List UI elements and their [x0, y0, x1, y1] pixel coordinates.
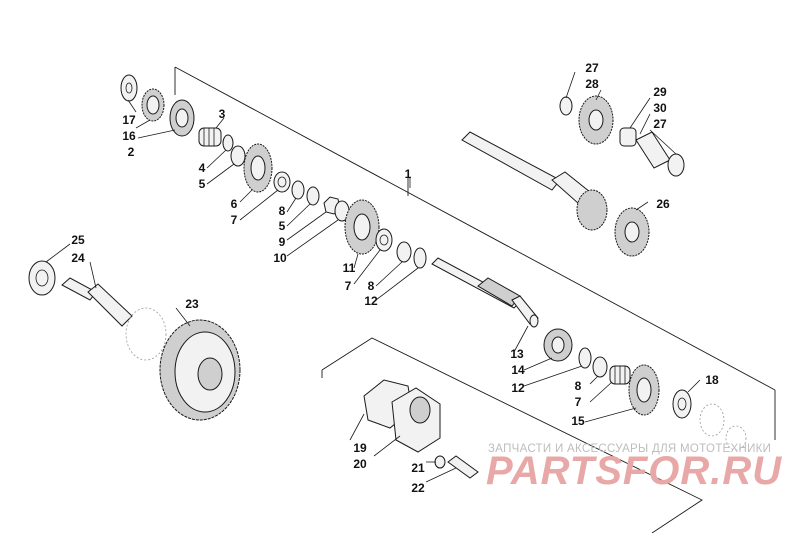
hub-2 [169, 99, 195, 137]
callout-14: 14 [511, 363, 525, 377]
callout-2: 2 [128, 145, 135, 159]
callout-8-lower: 8 [575, 379, 582, 393]
watermark-caption: ЗАПЧАСТИ И АКСЕССУАРЫ ДЛЯ МОТОТЕХНИКИ [488, 443, 771, 455]
callout-19: 19 [353, 441, 367, 455]
callout-17: 17 [122, 113, 136, 127]
callout-20: 20 [353, 457, 367, 471]
washer-21 [434, 455, 446, 469]
bearing-ghost-right [699, 403, 747, 451]
watermark-logo: PARTSFOR.RU [486, 449, 782, 493]
callout-5-mid: 5 [279, 219, 286, 233]
spacer-8-upper [291, 180, 305, 200]
housing-20 [391, 387, 441, 453]
washer-5-upper [230, 145, 246, 167]
ring-4 [222, 134, 234, 152]
callout-12-upper: 12 [364, 294, 378, 308]
callout-5-upper: 5 [199, 177, 206, 191]
callout-10: 10 [273, 251, 287, 265]
callout-7-mid: 7 [345, 279, 352, 293]
gear-11 [344, 199, 380, 255]
sleeve-30 [635, 131, 671, 169]
callout-21: 21 [411, 461, 425, 475]
callout-11: 11 [343, 261, 356, 275]
callout-30: 30 [653, 101, 667, 115]
callout-22: 22 [411, 481, 425, 495]
bolt-22 [447, 455, 479, 479]
washer-27-upper [559, 96, 573, 116]
callout-23: 23 [185, 297, 199, 311]
callout-28: 28 [585, 77, 599, 91]
gear-16 [141, 88, 165, 122]
callout-4: 4 [199, 161, 206, 175]
washer-18 [672, 389, 692, 419]
callout-7-upper: 7 [231, 213, 238, 227]
assembly-frame-housing [321, 337, 703, 534]
washer-12-lower [578, 347, 592, 369]
gear-15 [628, 364, 660, 416]
callout-24: 24 [71, 251, 85, 265]
washer-5-mid [306, 186, 320, 206]
callout-1: 1 [405, 167, 412, 181]
coupler-14 [543, 328, 573, 362]
callout-16: 16 [122, 129, 136, 143]
gear-28 [578, 95, 614, 145]
needle-bearing-3 [198, 127, 222, 147]
gear-23 [159, 319, 241, 421]
washer-27-lower [667, 153, 685, 177]
washer-12-upper [413, 247, 427, 269]
bearing-7-lower [609, 365, 631, 385]
callout-26: 26 [656, 197, 670, 211]
watermark: ЗАПЧАСТИ И АКСЕССУАРЫ ДЛЯ МОТОТЕХНИКИ PA… [486, 443, 782, 493]
spacer-8-lower [592, 356, 608, 378]
washer-17 [120, 74, 138, 102]
callout-7-lower: 7 [575, 395, 582, 409]
callout-29: 29 [653, 85, 667, 99]
bearing-25 [28, 260, 56, 296]
assembly-frame-1 [174, 66, 776, 440]
callout-6: 6 [231, 197, 238, 211]
bushing-29 [619, 127, 637, 147]
bearing-7-mid [375, 228, 393, 252]
callout-18: 18 [705, 373, 719, 387]
shaft-13 [431, 257, 539, 328]
callout-8-mid: 8 [368, 279, 375, 293]
callout-25: 25 [71, 233, 85, 247]
callout-27-upper: 27 [585, 61, 599, 75]
leader-lines [45, 71, 701, 483]
callout-13: 13 [510, 347, 524, 361]
callout-8-upper: 8 [279, 204, 286, 218]
shaft-24 [61, 277, 167, 361]
shaft-26 [461, 131, 650, 257]
bearing-7-upper [273, 171, 291, 193]
callout-3: 3 [219, 107, 226, 121]
callout-labels: 1 2 3 4 5 5 6 7 7 7 8 8 8 9 10 11 12 12 … [71, 61, 719, 495]
callout-12-lower: 12 [511, 381, 525, 395]
callout-27-lower: 27 [653, 117, 667, 131]
callout-9: 9 [279, 235, 286, 249]
gear-6 [243, 143, 273, 193]
callout-15: 15 [571, 414, 585, 428]
spacer-8-mid [396, 241, 412, 263]
